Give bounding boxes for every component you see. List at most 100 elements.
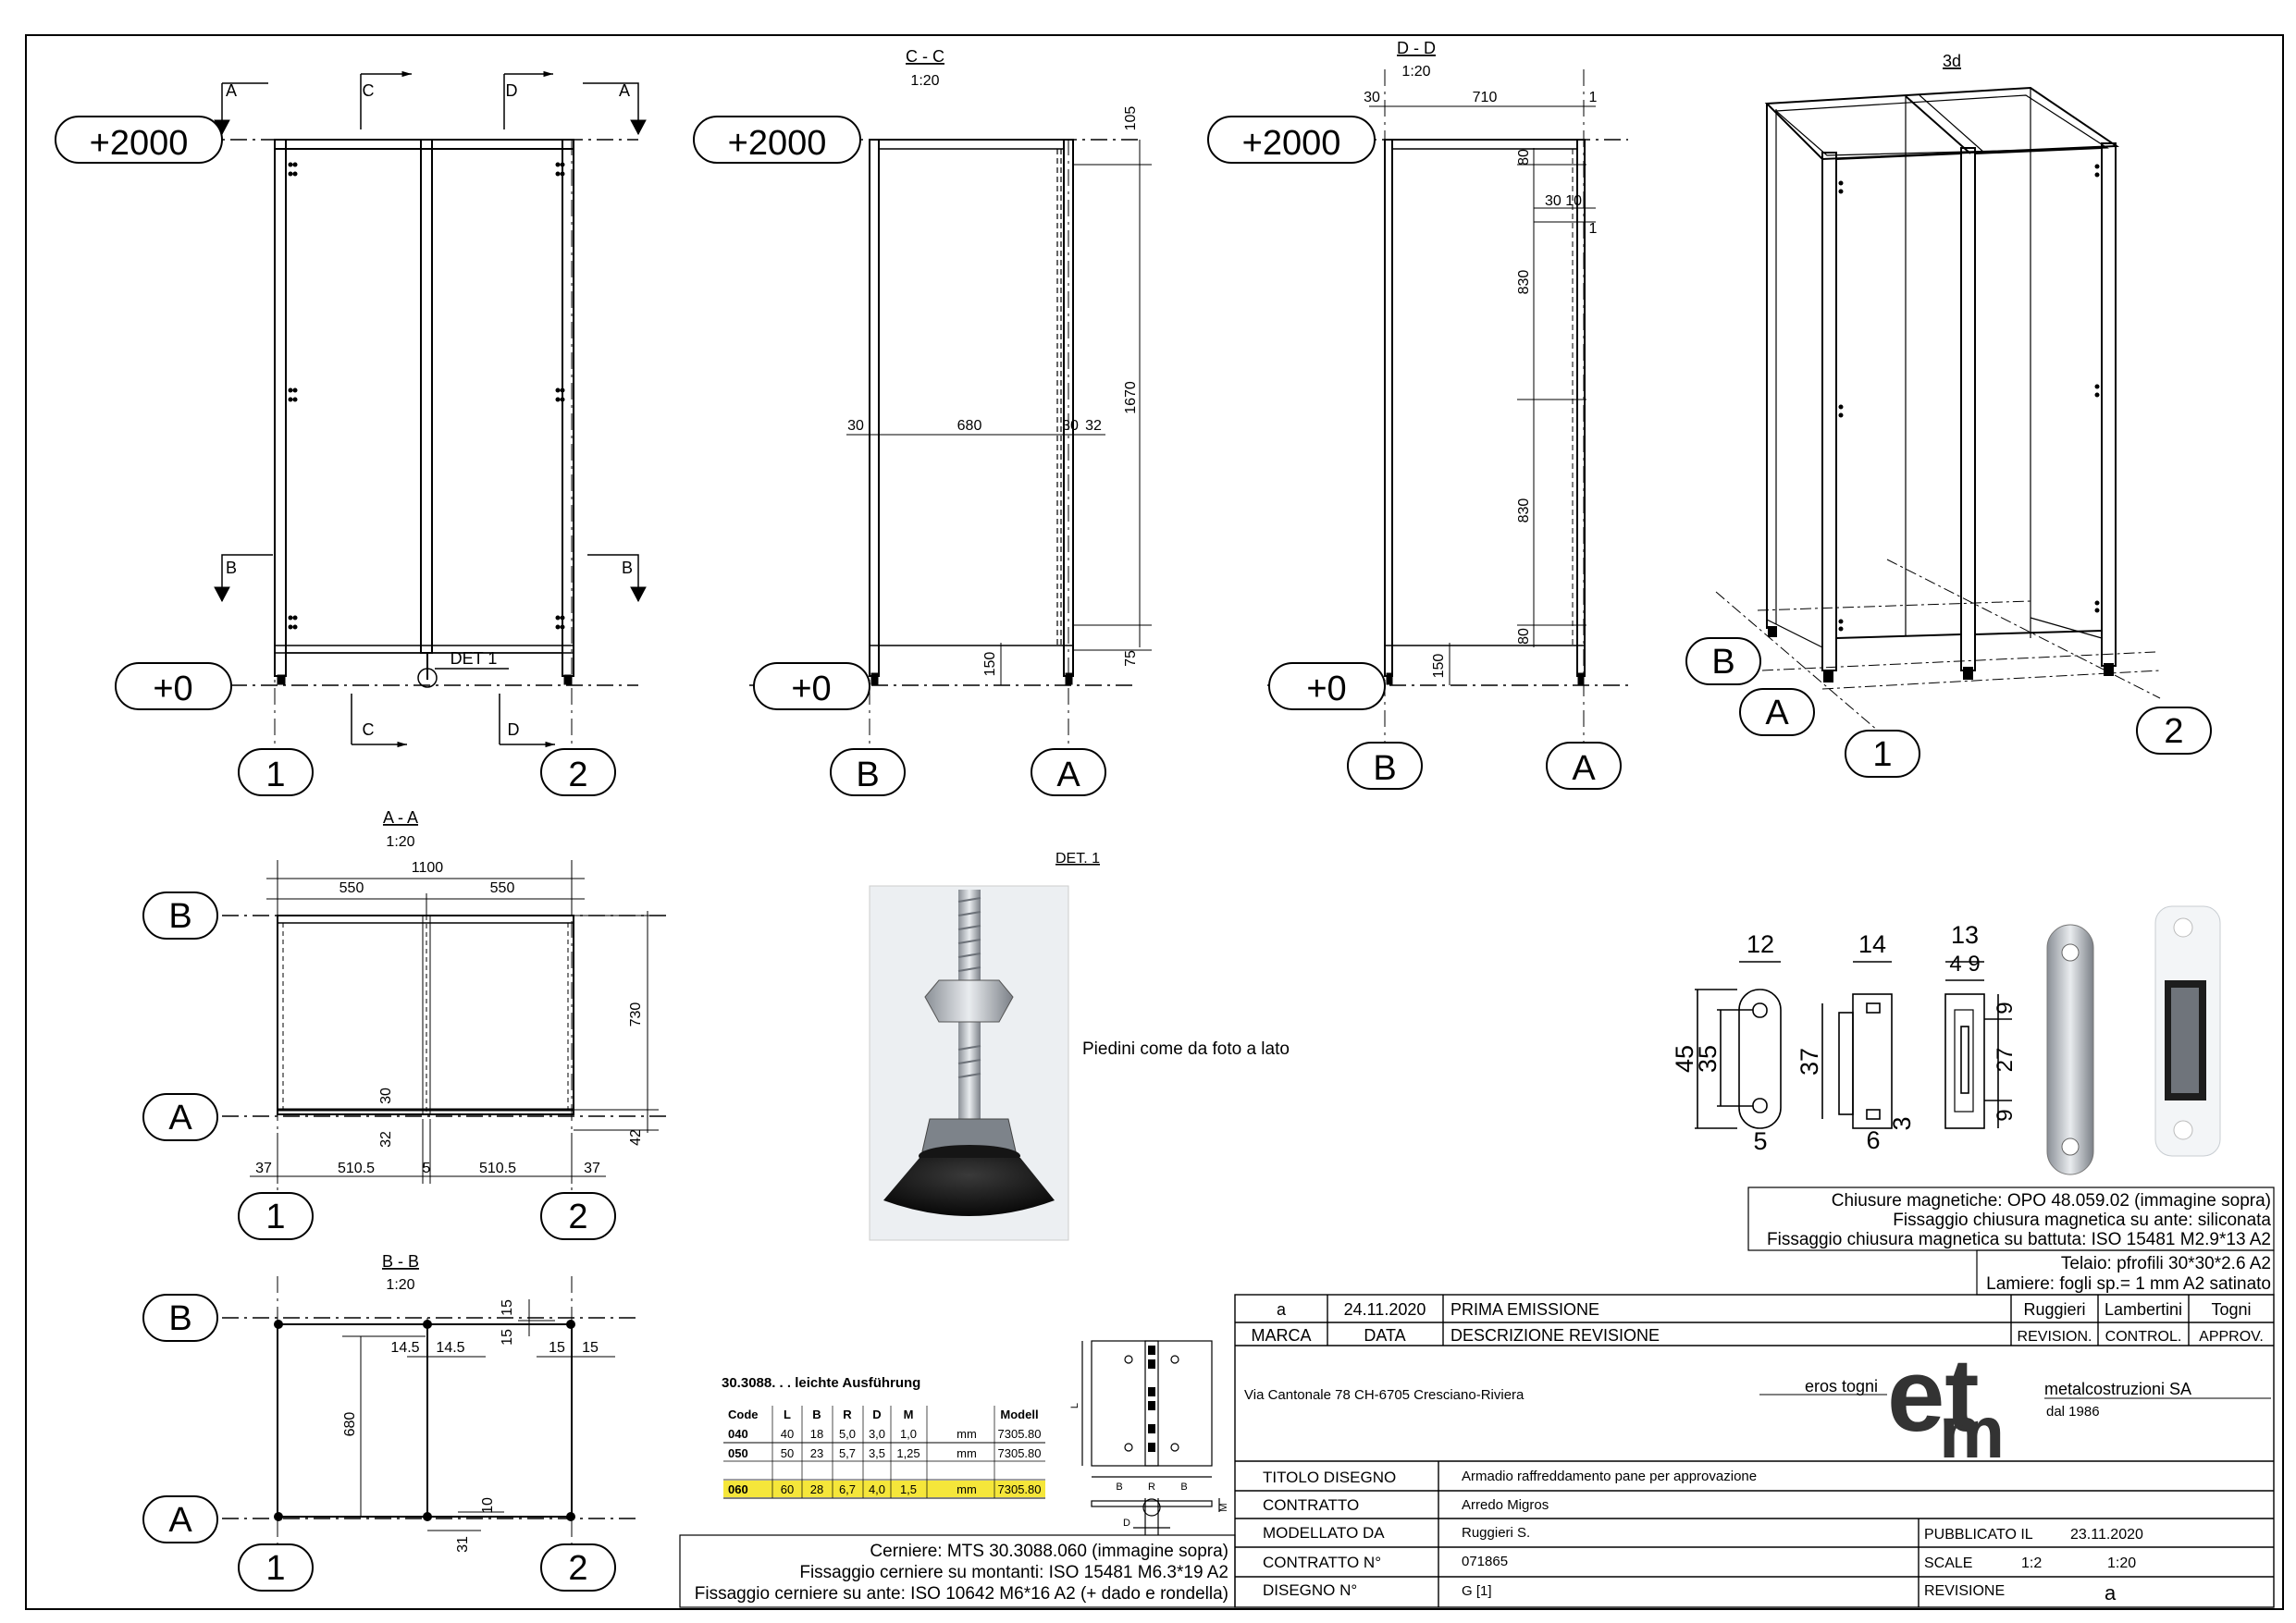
company-address: Via Cantonale 78 CH-6705 Cresciano-Rivie… <box>1244 1387 1524 1403</box>
hinge-label-l: L <box>1069 1403 1080 1408</box>
magnet-plate-photo <box>2046 924 2094 1175</box>
mag-dim-13: 13 <box>1951 921 1979 949</box>
dd-dim-710: 710 <box>1473 90 1498 105</box>
hinge-cell: 040 <box>728 1427 748 1441</box>
bb-dim-15d: 15 <box>500 1329 515 1346</box>
hinge-cell: 4,0 <box>869 1482 885 1496</box>
mag-dim-45: 45 <box>1671 1045 1698 1073</box>
hinge-cell: 3,0 <box>869 1427 885 1441</box>
aa-dim-550a: 550 <box>339 880 364 896</box>
view-3d-title: 3d <box>1943 52 1961 70</box>
grid-bubble-b-3d <box>1685 637 1761 685</box>
grid-bubble-a-bb <box>142 1495 218 1543</box>
hinge-cell: 1,0 <box>900 1427 917 1441</box>
mag-dim-37: 37 <box>1796 1048 1823 1076</box>
bb-grid-2: 2 <box>568 1549 587 1588</box>
det1-note: Piedini come da foto a lato <box>1082 1039 1290 1059</box>
cc-dim-150: 150 <box>982 652 998 677</box>
aa-dim-550b: 550 <box>490 880 515 896</box>
dd-dim-830b: 830 <box>1516 498 1532 523</box>
rev-data: 24.11.2020 <box>1344 1300 1426 1319</box>
hinge-cell: 7305.80 <box>998 1427 1042 1441</box>
company-name-right: metalcostruzioni SA <box>2044 1380 2191 1398</box>
hinge-cell: 1,5 <box>900 1482 917 1496</box>
aa-dim-30: 30 <box>378 1088 394 1104</box>
hinge-cell: 28 <box>810 1482 823 1496</box>
hinge-cell: 050 <box>728 1446 748 1460</box>
aa-title: A - A <box>383 808 418 827</box>
aa-dim-32: 32 <box>378 1131 394 1148</box>
section-mark-a-right: A <box>619 81 630 100</box>
rev-header-row: MARCA DATA DESCRIZIONE REVISIONE REVISIO… <box>1251 1326 2263 1345</box>
hinge-note-2: Fissaggio cerniere su montanti: ISO 1548… <box>799 1563 1228 1582</box>
rev-r2: Lambertini <box>2105 1300 2182 1319</box>
level-bubble-top-front <box>55 116 223 164</box>
section-mark-b-right: B <box>622 559 633 577</box>
bb-dim-145a: 14.5 <box>390 1340 419 1356</box>
grid-bubble-a-aa <box>142 1093 218 1141</box>
hinge-cell: 23 <box>810 1446 823 1460</box>
magnet-note-2: Fissaggio chiusura magnetica su ante: si… <box>1893 1211 2271 1230</box>
hinge-header-d: D <box>872 1408 881 1421</box>
hinge-title: 30.3088. . . leichte Ausführung <box>722 1375 920 1391</box>
hinge-row-050: 050 50 23 5,7 3,5 1,25 mm 7305.80 <box>728 1446 1042 1460</box>
cc-dim-105: 105 <box>1123 106 1139 131</box>
titolo-label: TITOLO DISEGNO <box>1263 1469 1396 1486</box>
rev-hdr-descr: DESCRIZIONE REVISIONE <box>1450 1326 1660 1345</box>
section-mark-d-bottom: D <box>508 720 520 739</box>
rev-hdr-r2: CONTROL. <box>2105 1329 2182 1345</box>
grid-bubble-b-bb <box>142 1294 218 1342</box>
scale-label: SCALE <box>1924 1555 1972 1571</box>
cc-grid-b: B <box>856 756 879 794</box>
cc-title: C - C <box>906 47 944 66</box>
bb-grid-b: B <box>168 1299 191 1338</box>
hinge-cell: 7305.80 <box>998 1446 1042 1460</box>
aa-grid-b: B <box>168 897 191 936</box>
title-block <box>1234 1294 2275 1608</box>
dd-dim-80b: 80 <box>1516 628 1532 645</box>
dd-grid-b: B <box>1373 749 1396 788</box>
section-dd <box>1207 69 1628 754</box>
contratto-label: CONTRATTO <box>1263 1496 1359 1514</box>
bb-scale: 1:20 <box>386 1277 414 1293</box>
aa-scale: 1:20 <box>386 834 414 850</box>
hinge-row-040: 040 40 18 5,0 3,0 1,0 mm 7305.80 <box>728 1427 1042 1441</box>
dd-grid-a: A <box>1572 749 1596 788</box>
aa-dim-37a: 37 <box>255 1161 272 1176</box>
level-bubble-top-cc <box>693 116 861 164</box>
cc-dim-32: 32 <box>1085 418 1102 434</box>
bb-dim-31: 31 <box>455 1536 471 1553</box>
dd-dim-830a: 830 <box>1516 270 1532 295</box>
cc-grid-a: A <box>1056 756 1080 794</box>
section-cc <box>694 139 1152 754</box>
level-bubble-bottom-dd <box>1268 662 1386 710</box>
hinge-cell: mm <box>957 1446 977 1460</box>
section-mark-c-top: C <box>363 81 375 100</box>
grid-bubble-2-aa <box>540 1192 616 1240</box>
bb-title: B - B <box>382 1252 419 1271</box>
aa-grid-2: 2 <box>568 1198 587 1236</box>
dd-dim-3010: 30 10 <box>1545 193 1582 209</box>
grid-bubble-1-front <box>238 748 314 796</box>
aa-dim-5105a: 510.5 <box>338 1161 375 1176</box>
sheet-border <box>25 34 2284 1610</box>
hinge-header-b: B <box>812 1408 821 1421</box>
bb-dim-145b: 14.5 <box>436 1340 464 1356</box>
hinge-header-r: R <box>843 1408 852 1421</box>
hinge-label-b1: B <box>1116 1482 1122 1493</box>
hinge-note-1: Cerniere: MTS 30.3088.060 (immagine sopr… <box>870 1542 1228 1561</box>
hinge-cell: 60 <box>781 1482 794 1496</box>
hinge-cell: 50 <box>781 1446 794 1460</box>
grid-label-2: 2 <box>568 756 587 794</box>
hinge-cell: mm <box>957 1427 977 1441</box>
hinge-header-modell: Modell <box>1000 1408 1038 1421</box>
grid-label-1: 1 <box>265 756 285 794</box>
company-logo: et m <box>1887 1337 2035 1473</box>
aa-dim-5: 5 <box>423 1161 431 1176</box>
front-elevation <box>139 70 647 754</box>
aa-dim-5105b: 510.5 <box>479 1161 516 1176</box>
bb-dim-15c: 15 <box>500 1299 515 1316</box>
cc-scale: 1:20 <box>910 73 939 89</box>
dd-title: D - D <box>1397 39 1436 57</box>
aa-dim-1100: 1100 <box>412 860 444 876</box>
